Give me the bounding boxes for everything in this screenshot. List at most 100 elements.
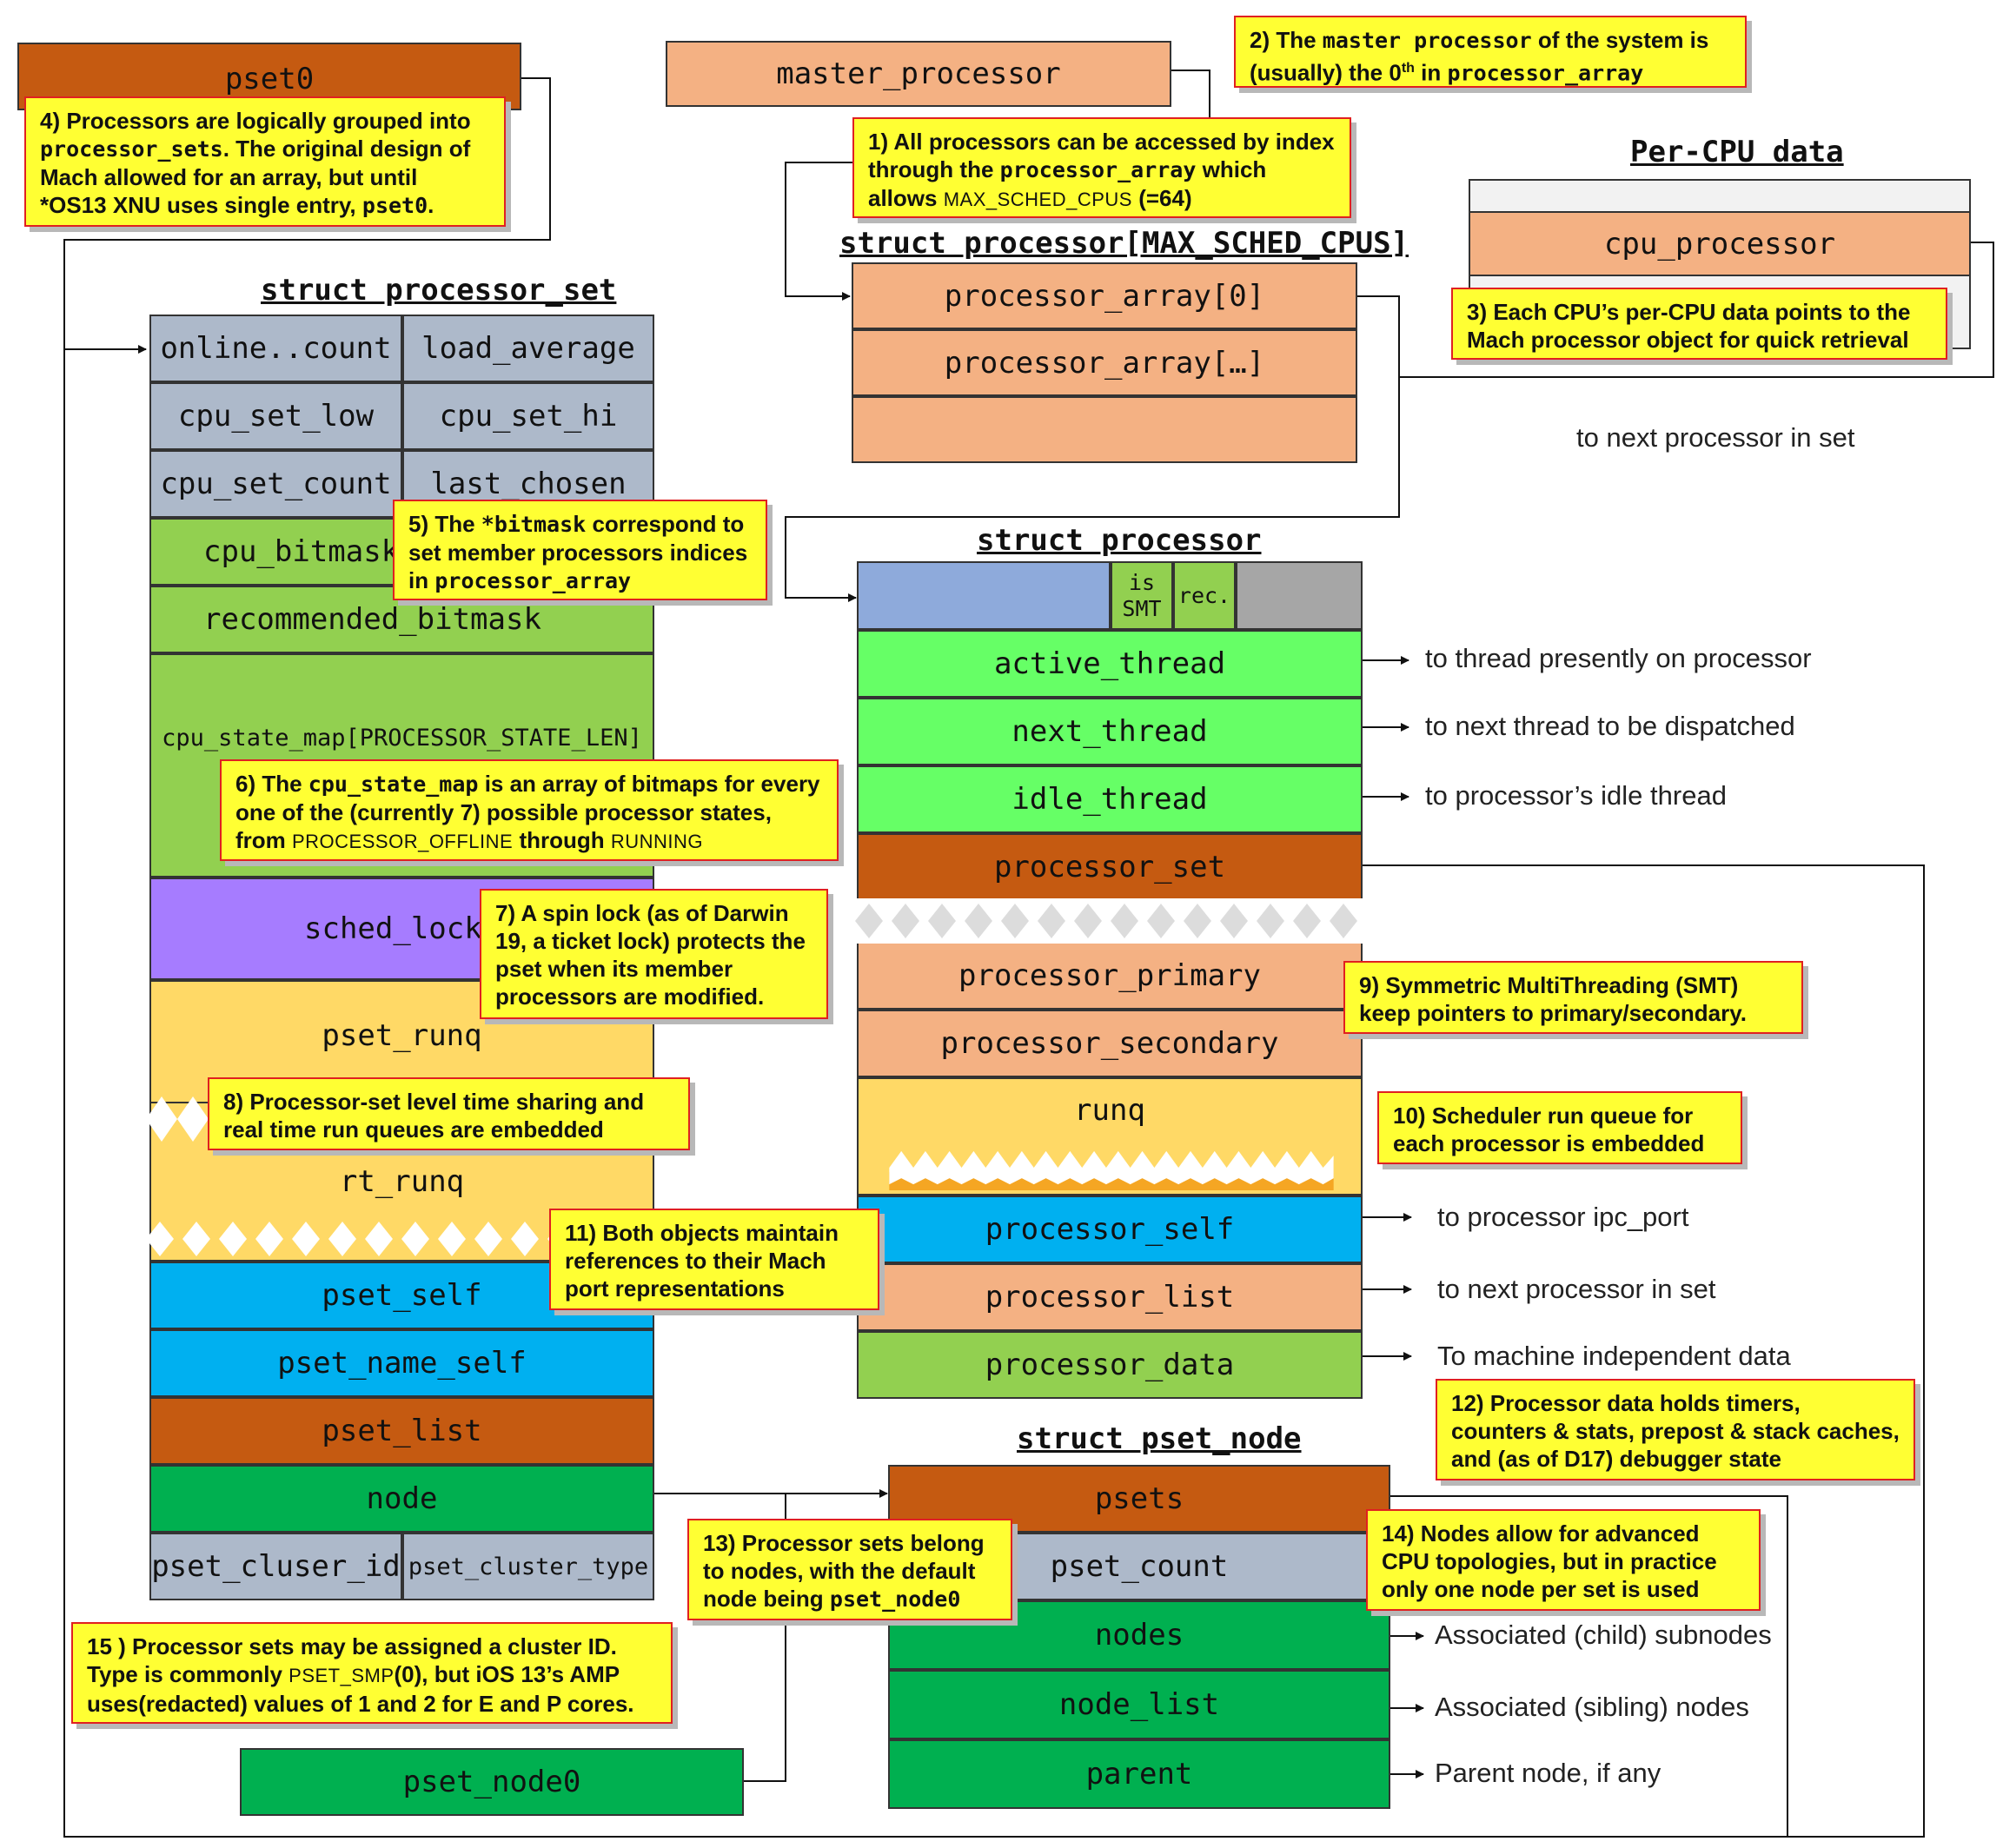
pset-list: pset_list [149, 1397, 654, 1465]
title-per-cpu-data: Per-CPU data [1630, 135, 1844, 169]
note-5-text-1: 5) The [408, 511, 481, 537]
pset-node-node-list: node_list [888, 1670, 1390, 1739]
processor-array-more: processor_array[…] [852, 329, 1357, 396]
processor-break-2 [889, 1150, 1334, 1190]
processor-array-0: processor_array[0] [852, 262, 1357, 329]
pset-cluser-id: pset_cluser_id [149, 1533, 402, 1600]
pset-name-self: pset_name_self [149, 1329, 654, 1397]
pset-node0-box: pset_node0 [240, 1748, 744, 1816]
pset-cpu-set-count: cpu_set_count [149, 450, 402, 518]
pset-node-psets: psets [888, 1465, 1390, 1533]
title-struct-pset-node: struct pset_node [1017, 1421, 1302, 1456]
label-to-ipc-port: to processor ipc_port [1437, 1202, 1689, 1232]
note-2-code-2: processor_array [1447, 60, 1644, 86]
note-3-per-cpu: 3) Each CPU’s per-CPU data points to the… [1451, 288, 1947, 360]
pset-node-field: node [149, 1465, 654, 1533]
note-8-run-queues: 8) Processor-set level time sharing and … [208, 1077, 690, 1150]
note-9-smt: 9) Symmetric MultiThreading (SMT) keep p… [1343, 961, 1803, 1034]
processor-rec: rec. [1173, 561, 1236, 630]
note-6-text-2: is an array of bitmaps for every one of … [235, 771, 820, 853]
note-2-code-1: master processor [1322, 28, 1532, 53]
pset0-connector [63, 77, 551, 354]
pset-cpu-set-low: cpu_set_low [149, 382, 402, 450]
processor-break-1 [855, 898, 1368, 944]
pset-node-parent: parent [888, 1739, 1390, 1809]
note-13-code-1: pset_node0 [829, 1586, 961, 1612]
pset-cluster-type: pset_cluster_type [402, 1533, 654, 1600]
pset-online-count: online..count [149, 315, 402, 382]
processor-processor-set: processor_set [857, 833, 1363, 901]
processor-header-gray [1236, 561, 1363, 630]
note-6-code-1: cpu_state_map [308, 772, 479, 797]
note-6-code-3: RUNNING [610, 831, 704, 852]
note-4-code-1: processor_sets [40, 136, 223, 162]
note-1-processor-array: 1) All processors can be accessed by ind… [852, 117, 1351, 218]
processor-is-smt: is SMT [1111, 561, 1173, 630]
note-11-port-references: 11) Both objects maintain references to … [549, 1209, 879, 1310]
processor-list: processor_list [857, 1263, 1363, 1331]
note-13-text-1: 13) Processor sets belong to nodes, with… [703, 1530, 985, 1612]
note-6-code-2: PROCESSOR_OFFLINE [292, 831, 514, 852]
note-1-text-3: (=64) [1131, 185, 1192, 211]
processor-active-thread: active_thread [857, 630, 1363, 698]
note-7-sched-lock: 7) A spin lock (as of Darwin 19, a ticke… [480, 889, 828, 1019]
note-2-text-3: in [1414, 59, 1448, 86]
label-to-machine-data: To machine independent data [1437, 1341, 1791, 1371]
note-6-text-3: through [513, 827, 611, 853]
note-14-topologies: 14) Nodes allow for advanced CPU topolog… [1366, 1509, 1761, 1611]
note-1-code-1: processor_array [999, 157, 1197, 182]
processor-primary: processor_primary [857, 942, 1363, 1010]
note-1-text-1: 1) All processors can be accessed by ind… [868, 129, 1335, 182]
label-parent-node: Parent node, if any [1435, 1758, 1661, 1788]
label-to-next-thread: to next thread to be dispatched [1425, 711, 1795, 741]
note-5-code-2: processor_array [434, 568, 632, 593]
note-6-cpu-state-map: 6) The cpu_state_map is an array of bitm… [220, 759, 839, 861]
note-15-cluster-id: 15 ) Processor sets may be assigned a cl… [71, 1622, 673, 1724]
cpu-processor-box: cpu_processor [1469, 211, 1971, 276]
note-1-text-2: which allows [868, 156, 1267, 211]
pset-load-average: load_average [402, 315, 654, 382]
note-6-text-1: 6) The [235, 771, 308, 797]
psets-connector [1390, 1495, 1788, 1837]
note-2-text-2: of the system is (usually) the 0 [1250, 27, 1709, 86]
processor-array-empty [852, 396, 1357, 463]
note-13-pset-nodes: 13) Processor sets belong to nodes, with… [687, 1519, 1012, 1620]
note-12-processor-data: 12) Processor data holds timers, counter… [1436, 1379, 1915, 1480]
processor-set-back-connector [63, 349, 1925, 1838]
master-processor-connector [1171, 70, 1210, 117]
label-to-next-processor-top: to next processor in set [1576, 422, 1855, 453]
note-2-master-processor: 2) The master processor of the system is… [1234, 16, 1747, 88]
label-to-thread-present: to thread presently on processor [1425, 643, 1812, 673]
label-child-subnodes: Associated (child) subnodes [1435, 1619, 1772, 1650]
title-struct-processor: struct processor [977, 523, 1262, 558]
label-sibling-nodes: Associated (sibling) nodes [1435, 1692, 1749, 1722]
note-2-text-1: 2) The [1250, 27, 1323, 53]
title-struct-processor-set: struct processor_set [261, 273, 617, 308]
note-15-text-2: (0), but iOS 13’s AMP uses(redacted) val… [87, 1661, 634, 1717]
note-1-code-2: MAX_SCHED_CPUS [943, 189, 1132, 210]
processor-array-connector [785, 295, 1400, 602]
per-cpu-top-strip [1469, 179, 1971, 211]
processor-next-thread: next_thread [857, 698, 1363, 765]
pset-node-nodes: nodes [888, 1600, 1390, 1670]
note-10-processor-runq: 10) Scheduler run queue for each process… [1377, 1091, 1742, 1164]
note-4-text-1: 4) Processors are logically grouped into [40, 108, 471, 134]
label-to-next-processor: to next processor in set [1437, 1274, 1716, 1304]
master-processor-box: master_processor [666, 41, 1171, 107]
note-4-text-2: . The original design of Mach allowed fo… [40, 136, 471, 218]
note-15-text-1: 15 ) Processor sets may be assigned a cl… [87, 1633, 617, 1687]
note-5-code-1: *bitmask [481, 512, 587, 537]
note-2-superscript: th [1401, 61, 1415, 76]
note-4-processor-sets: 4) Processors are logically grouped into… [24, 96, 506, 227]
label-to-idle-thread: to processor’s idle thread [1425, 780, 1727, 811]
note-4-text-3: . [428, 192, 434, 218]
note-15-code-1: PSET_SMP [289, 1665, 395, 1686]
cpu-processor-connector [1399, 242, 1994, 378]
index-connector [785, 162, 852, 301]
processor-self: processor_self [857, 1196, 1363, 1263]
pset-cpu-set-hi: cpu_set_hi [402, 382, 654, 450]
pset-break-1 [146, 1096, 209, 1142]
note-4-code-2: pset0 [361, 193, 428, 218]
processor-data: processor_data [857, 1331, 1363, 1399]
